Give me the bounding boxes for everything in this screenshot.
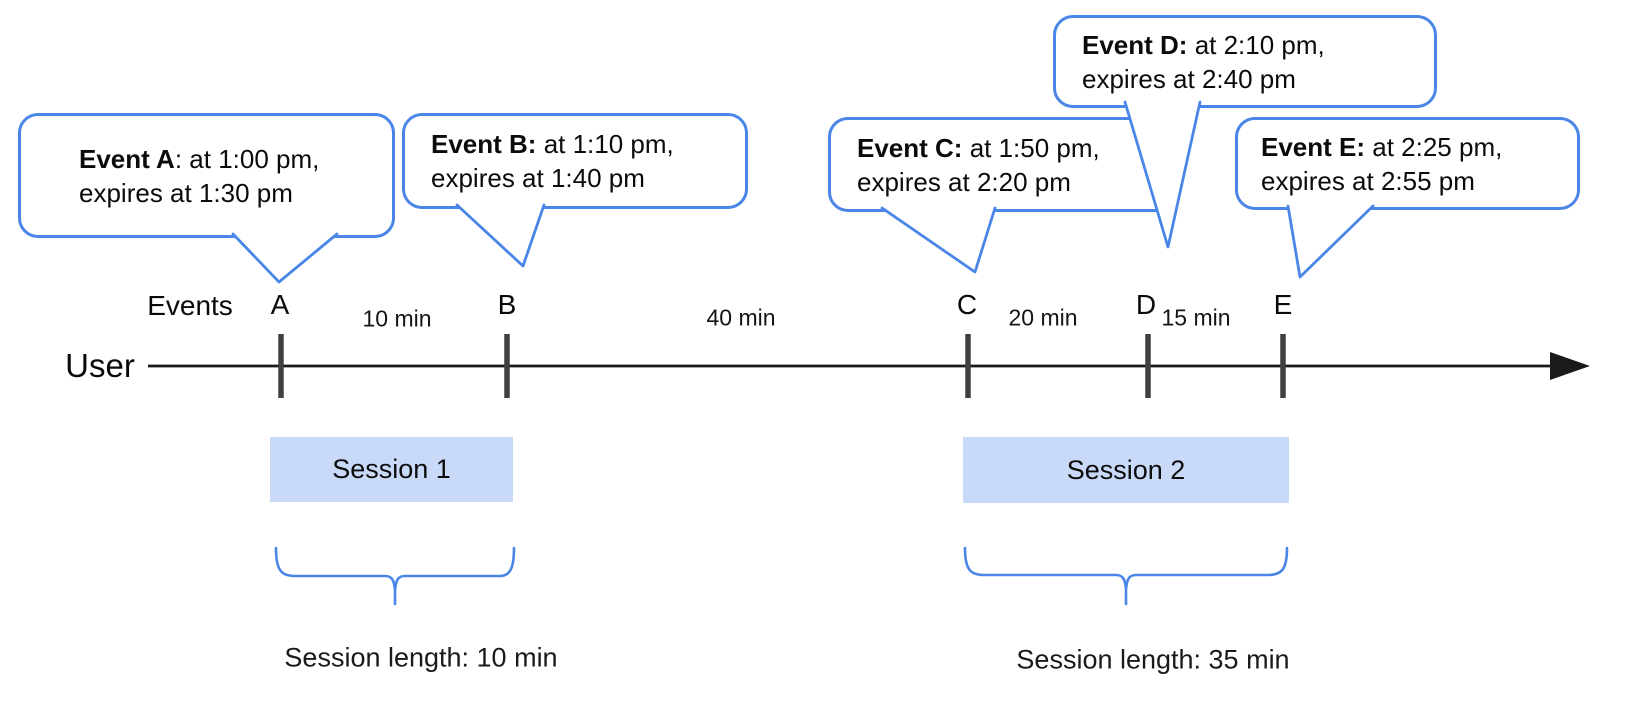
bubble-a-time: : at 1:00 pm, — [174, 143, 320, 174]
bubble-e-time: at 2:25 pm, — [1365, 131, 1503, 162]
tick-label-e: E — [1273, 289, 1293, 320]
session-1-length-label: Session length: 10 min — [284, 642, 558, 673]
session-1-label: Session 1 — [332, 454, 451, 484]
session-2-length-label: Session length: 35 min — [1016, 644, 1290, 675]
gap-label-cd: 20 min — [1008, 304, 1078, 331]
bubble-a-line2: expires at 1:30 pm — [79, 177, 293, 208]
gap-label-de: 15 min — [1161, 304, 1231, 331]
bubble-b-line1: Event B: at 1:10 pm, — [431, 127, 745, 161]
bubble-tail-e — [1286, 204, 1375, 279]
session-1-box: Session 1 — [270, 437, 513, 502]
tick-label-a: A — [270, 289, 290, 320]
events-row-label: Events — [147, 290, 233, 321]
event-bubble-c: Event C: at 1:50 pm, expires at 2:20 pm — [828, 117, 1178, 212]
session-2-box: Session 2 — [963, 437, 1289, 503]
bubble-tail-c — [880, 206, 997, 274]
tick-label-b: B — [497, 289, 517, 320]
bubble-c-title: Event C: — [857, 132, 963, 163]
gap-label-ab: 10 min — [362, 305, 432, 332]
brace-session-1 — [274, 546, 516, 606]
timeline-arrowhead-icon — [1550, 352, 1590, 380]
bubble-e-line2: expires at 2:55 pm — [1261, 165, 1475, 196]
bubble-tail-a — [231, 232, 339, 284]
bubble-d-line2: expires at 2:40 pm — [1082, 63, 1296, 94]
brace-session-2 — [963, 546, 1289, 606]
event-bubble-b: Event B: at 1:10 pm, expires at 1:40 pm — [402, 113, 748, 209]
bubble-a-line1: Event A: at 1:00 pm, — [79, 142, 392, 176]
bubble-e-line1: Event E: at 2:25 pm, — [1261, 130, 1577, 164]
tick-label-d: D — [1135, 289, 1157, 320]
event-bubble-a: Event A: at 1:00 pm, expires at 1:30 pm — [18, 113, 395, 238]
event-bubble-d: Event D: at 2:10 pm, expires at 2:40 pm — [1053, 15, 1437, 108]
bubble-tail-b — [455, 203, 546, 268]
bubble-e-title: Event E: — [1261, 131, 1366, 162]
bubble-c-line1: Event C: at 1:50 pm, — [857, 131, 1175, 165]
bubble-b-title: Event B: — [431, 129, 537, 159]
bubble-c-time: at 1:50 pm, — [962, 132, 1100, 163]
bubble-c-line2: expires at 2:20 pm — [857, 166, 1071, 197]
event-bubble-e: Event E: at 2:25 pm, expires at 2:55 pm — [1235, 117, 1580, 210]
bubble-b-line2: expires at 1:40 pm — [431, 163, 645, 193]
user-axis-label: User — [65, 347, 135, 384]
bubble-a-title: Event A — [79, 143, 175, 174]
tick-label-c: C — [956, 289, 978, 320]
bubble-d-time: at 2:10 pm, — [1187, 29, 1325, 60]
bubble-d-title: Event D: — [1082, 29, 1188, 60]
bubble-b-time: at 1:10 pm, — [536, 129, 674, 159]
gap-label-bc: 40 min — [706, 304, 776, 331]
bubble-d-line1: Event D: at 2:10 pm, — [1082, 28, 1434, 62]
session-2-label: Session 2 — [1066, 454, 1186, 485]
